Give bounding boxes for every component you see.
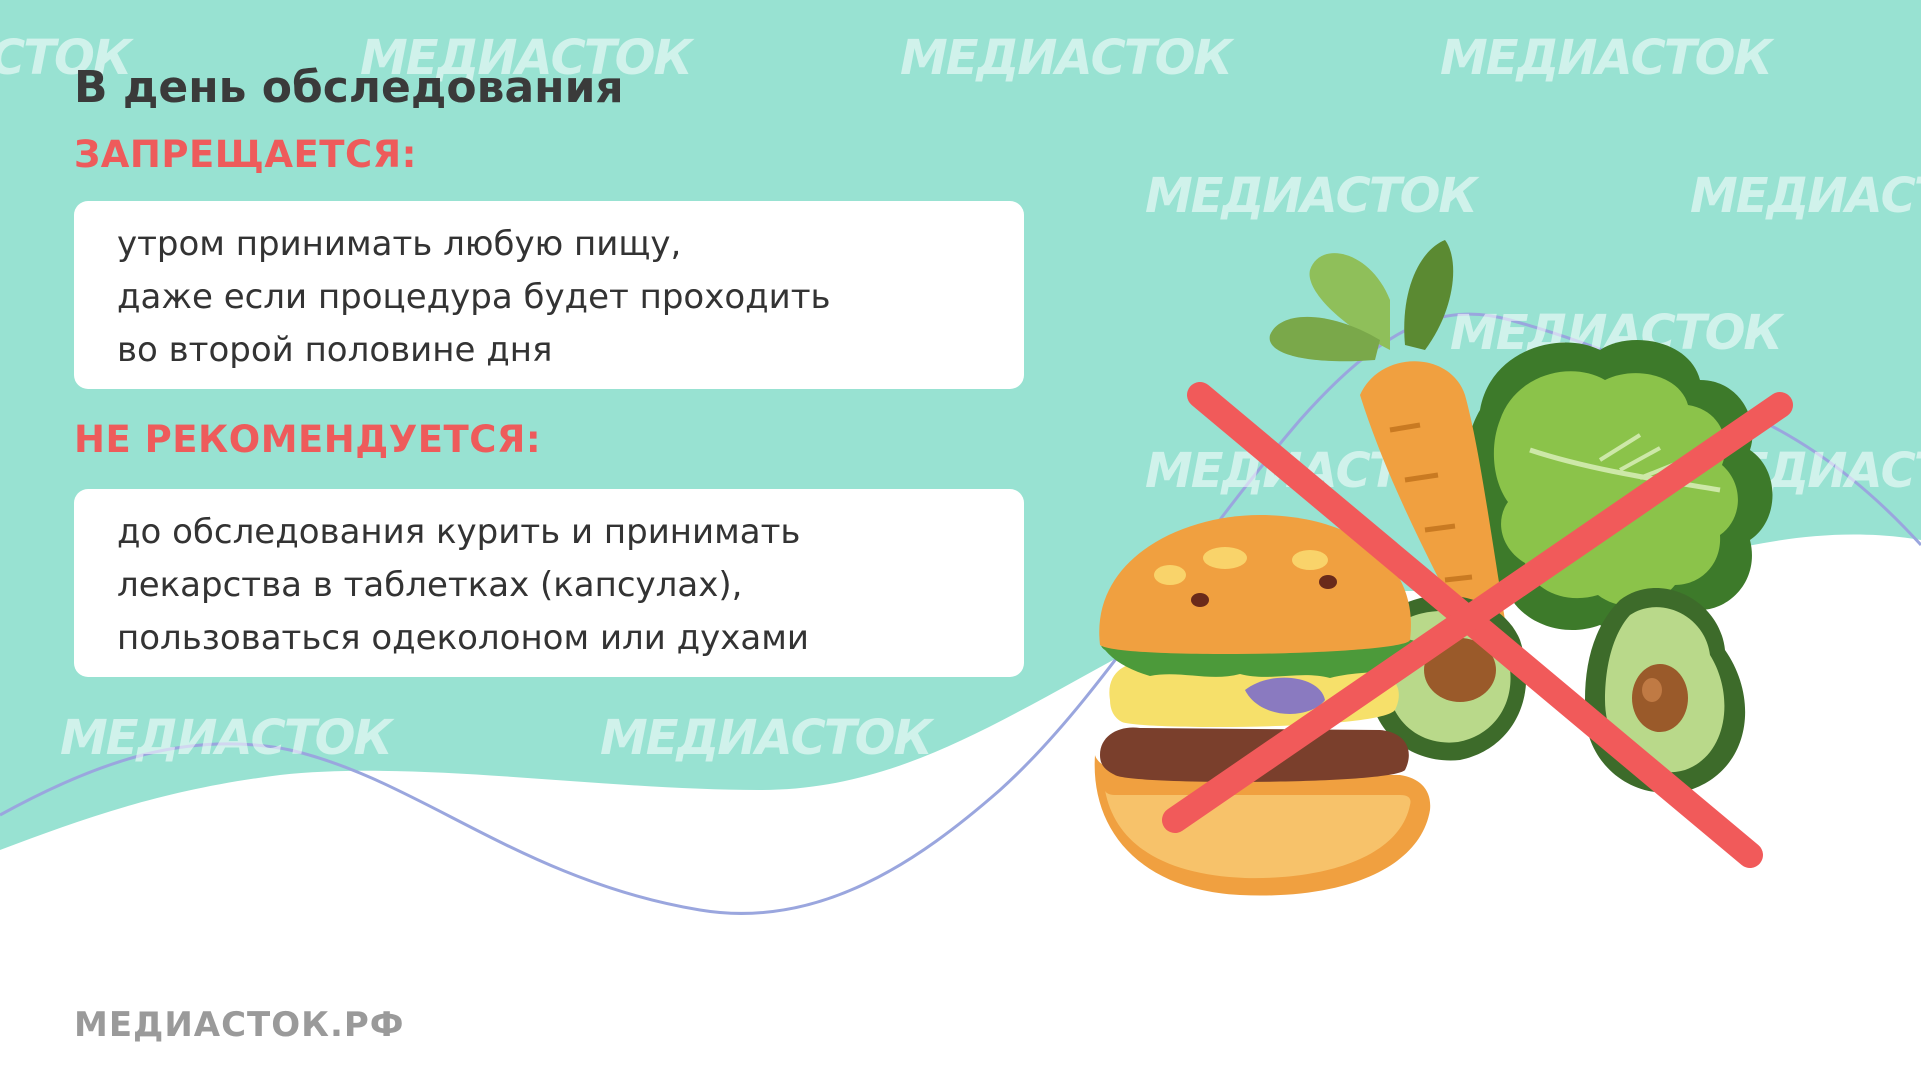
watermark: СТОК	[0, 30, 132, 86]
card-text-line: даже если процедура будет проходить	[117, 277, 831, 317]
page-title: В день обследования	[74, 62, 624, 113]
not-recommended-label: НЕ РЕКОМЕНДУЕТСЯ:	[74, 418, 542, 461]
card-text-line: пользоваться одеколоном или духами	[117, 618, 810, 658]
card-text-line: лекарства в таблетках (капсулах),	[117, 565, 743, 605]
watermark: МЕДИАСТОК	[600, 710, 933, 766]
burger-icon	[1094, 515, 1431, 896]
card-text-line: во второй половине дня	[117, 330, 553, 370]
watermark: МЕДИАСТОК	[1440, 30, 1773, 86]
watermark: МЕДИАСТОК	[1145, 168, 1478, 224]
cross-mark-icon	[1162, 382, 1793, 868]
watermark: МЕДИАСТОК	[1690, 168, 1921, 224]
card-text-line: утром принимать любую пищу,	[117, 224, 682, 264]
food-illustration	[1094, 240, 1793, 896]
avocado-icon	[1584, 588, 1746, 793]
forbidden-label: ЗАПРЕЩАЕТСЯ:	[74, 133, 417, 176]
footer-logo: МЕДИАСТОК.РФ	[74, 1005, 405, 1045]
watermark: МЕДИАСТОК	[900, 30, 1233, 86]
watermark: МЕДИАСТОК	[60, 710, 393, 766]
forbidden-card: утром принимать любую пищу, даже если пр…	[74, 201, 1024, 389]
watermark: МЕДИАСТОК	[360, 30, 693, 86]
carrot-icon	[1269, 240, 1511, 677]
card-text-line: до обследования курить и принимать	[117, 512, 801, 552]
not-recommended-card: до обследования курить и принимать лекар…	[74, 489, 1024, 677]
